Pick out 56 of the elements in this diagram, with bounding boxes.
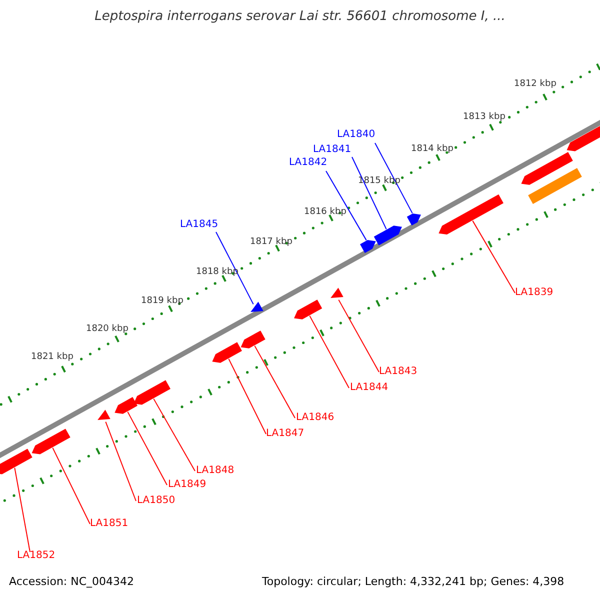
leader-line xyxy=(216,232,254,305)
gene-segment xyxy=(240,330,266,348)
gene-label: LA1841 xyxy=(313,145,352,155)
leader-line xyxy=(352,156,387,230)
gene-label: LA1839 xyxy=(515,288,554,298)
scale-label: 1821 kbp xyxy=(31,353,74,362)
leader-line xyxy=(52,447,90,524)
gene-segment xyxy=(250,302,264,312)
gene-segment xyxy=(114,397,138,414)
leader-line xyxy=(105,421,136,502)
gene-label: LA1848 xyxy=(196,466,234,476)
gene-segment xyxy=(374,226,402,246)
scale-label: 1814 kbp xyxy=(411,145,454,154)
gene-label: LA1851 xyxy=(90,519,128,529)
leader-line xyxy=(254,345,296,418)
gene-label: LA1849 xyxy=(168,480,206,490)
chart-title: Leptospira interrogans serovar Lai str. 56601 chromosome I, ... xyxy=(94,10,506,23)
leader-line xyxy=(338,299,380,372)
gene-segment xyxy=(98,410,110,420)
gene-segment xyxy=(528,168,582,204)
scale-label: 1817 kbp xyxy=(250,238,292,247)
gene-segment xyxy=(406,214,421,226)
leader-line xyxy=(374,142,413,214)
accession-text: Accession: NC_004342 xyxy=(9,576,134,587)
genome-summary-text: Topology: circular; Length: 4,332,241 bp; Genes: 4,398 xyxy=(262,576,564,587)
leader-line xyxy=(14,467,30,552)
scale-label: 1813 kbp xyxy=(463,113,506,122)
gene-segment xyxy=(0,448,32,474)
gene-segment xyxy=(212,342,242,363)
gene-segment xyxy=(330,288,344,298)
gene-segment xyxy=(360,240,376,253)
gene-label: LA1840 xyxy=(337,130,376,140)
leader-line xyxy=(326,170,367,241)
leader-line xyxy=(309,315,350,388)
leader-line xyxy=(472,220,516,294)
gene-label: LA1845 xyxy=(180,220,218,230)
scale-label: 1820 kbp xyxy=(86,325,128,334)
scale-label: 1812 kbp xyxy=(514,80,556,89)
leader-line xyxy=(228,358,266,434)
gene-label: LA1843 xyxy=(379,367,418,377)
gene-label: LA1847 xyxy=(266,429,304,439)
gene-label: LA1846 xyxy=(296,413,334,423)
leader-line xyxy=(127,411,168,486)
gene-label: LA1850 xyxy=(137,496,176,506)
gene-segment xyxy=(566,126,600,152)
gene-segment xyxy=(438,194,504,235)
gene-label: LA1844 xyxy=(350,383,388,393)
gene-segment xyxy=(521,152,573,185)
gene-segment xyxy=(294,300,322,320)
gene-segment xyxy=(134,380,170,405)
scale-label: 1816 kbp xyxy=(304,208,346,217)
gene-label: LA1842 xyxy=(289,158,328,168)
gene-segment xyxy=(32,428,70,454)
scale-label: 1819 kbp xyxy=(141,297,184,306)
leader-line xyxy=(153,398,196,472)
gene-label: LA1852 xyxy=(17,551,56,561)
